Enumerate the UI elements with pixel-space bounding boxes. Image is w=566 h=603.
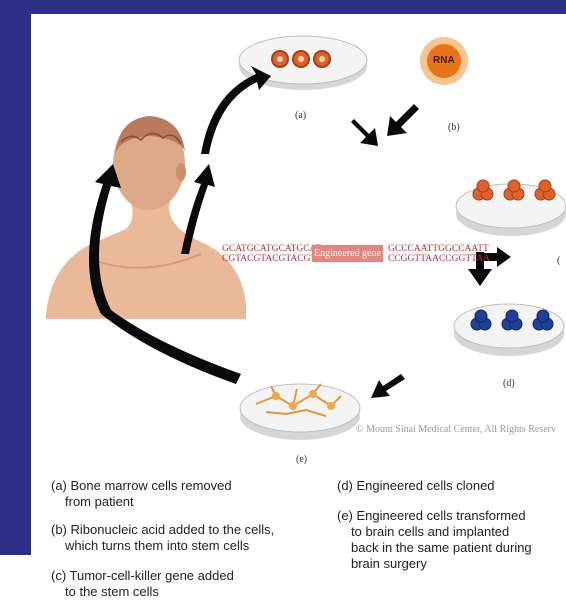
dish-d bbox=[454, 304, 564, 356]
step-label-d: (d) bbox=[503, 378, 515, 389]
arrow-to-dish-a bbox=[201, 66, 271, 154]
engineered-gene-box: Engineered gene bbox=[312, 245, 383, 262]
arrow-to-dish-c bbox=[351, 119, 378, 146]
dish-e bbox=[240, 384, 360, 440]
arrow-brain bbox=[181, 164, 215, 254]
caption-e: (e) Engineered cells transformed to brai… bbox=[337, 508, 532, 572]
arrow-d-to-e bbox=[371, 374, 405, 398]
caption-a-line1: (a) Bone marrow cells removed bbox=[51, 478, 232, 493]
caption-e-line3: back in the same patient during bbox=[337, 540, 532, 556]
frame-left bbox=[0, 0, 31, 603]
caption-a-line2: from patient bbox=[51, 494, 232, 510]
caption-e-line4: brain surgery bbox=[337, 556, 532, 572]
dna-left-line1: GCATGCATGCATGCAT bbox=[222, 244, 322, 254]
stem-cell-therapy-diagram bbox=[31, 14, 566, 469]
patient-illustration bbox=[46, 116, 246, 319]
dna-right-line1: GCCCAATTGGCCAATT bbox=[388, 244, 490, 254]
rna-label: RNA bbox=[433, 55, 455, 66]
panel-lower-strip bbox=[0, 555, 31, 603]
step-label-e: (e) bbox=[296, 454, 307, 465]
frame-top bbox=[0, 0, 566, 14]
dna-left-line2: CGTACGTACGTACGTA bbox=[222, 254, 322, 264]
dna-left-strand: GCATGCATGCATGCAT CGTACGTACGTACGTA bbox=[222, 244, 322, 264]
arrow-rna-down bbox=[387, 104, 419, 136]
caption-d-line1: (d) Engineered cells cloned bbox=[337, 478, 495, 493]
caption-e-line2: to brain cells and implanted bbox=[337, 524, 532, 540]
caption-b: (b) Ribonucleic acid added to the cells,… bbox=[51, 522, 274, 554]
caption-b-line2: which turns them into stem cells bbox=[51, 538, 274, 554]
dna-right-strand: GCCCAATTGGCCAATT CCGGTTAACCGGTTAA bbox=[388, 244, 490, 264]
caption-c-line1: (c) Tumor-cell-killer gene added bbox=[51, 568, 234, 583]
step-label-b: (b) bbox=[448, 122, 460, 133]
caption-c: (c) Tumor-cell-killer gene added to the … bbox=[51, 568, 234, 600]
caption-c-line2: to the stem cells bbox=[51, 584, 234, 600]
dish-c bbox=[456, 180, 566, 236]
step-label-a: (a) bbox=[295, 110, 306, 121]
step-label-c: ( bbox=[557, 255, 560, 266]
caption-d: (d) Engineered cells cloned bbox=[337, 478, 495, 494]
caption-e-line1: (e) Engineered cells transformed bbox=[337, 508, 526, 523]
caption-a: (a) Bone marrow cells removed from patie… bbox=[51, 478, 232, 510]
dna-right-line2: CCGGTTAACCGGTTAA bbox=[388, 254, 490, 264]
caption-b-line1: (b) Ribonucleic acid added to the cells, bbox=[51, 522, 274, 537]
copyright-credit: © Mount Sinai Medical Center, All Rights… bbox=[356, 424, 556, 435]
